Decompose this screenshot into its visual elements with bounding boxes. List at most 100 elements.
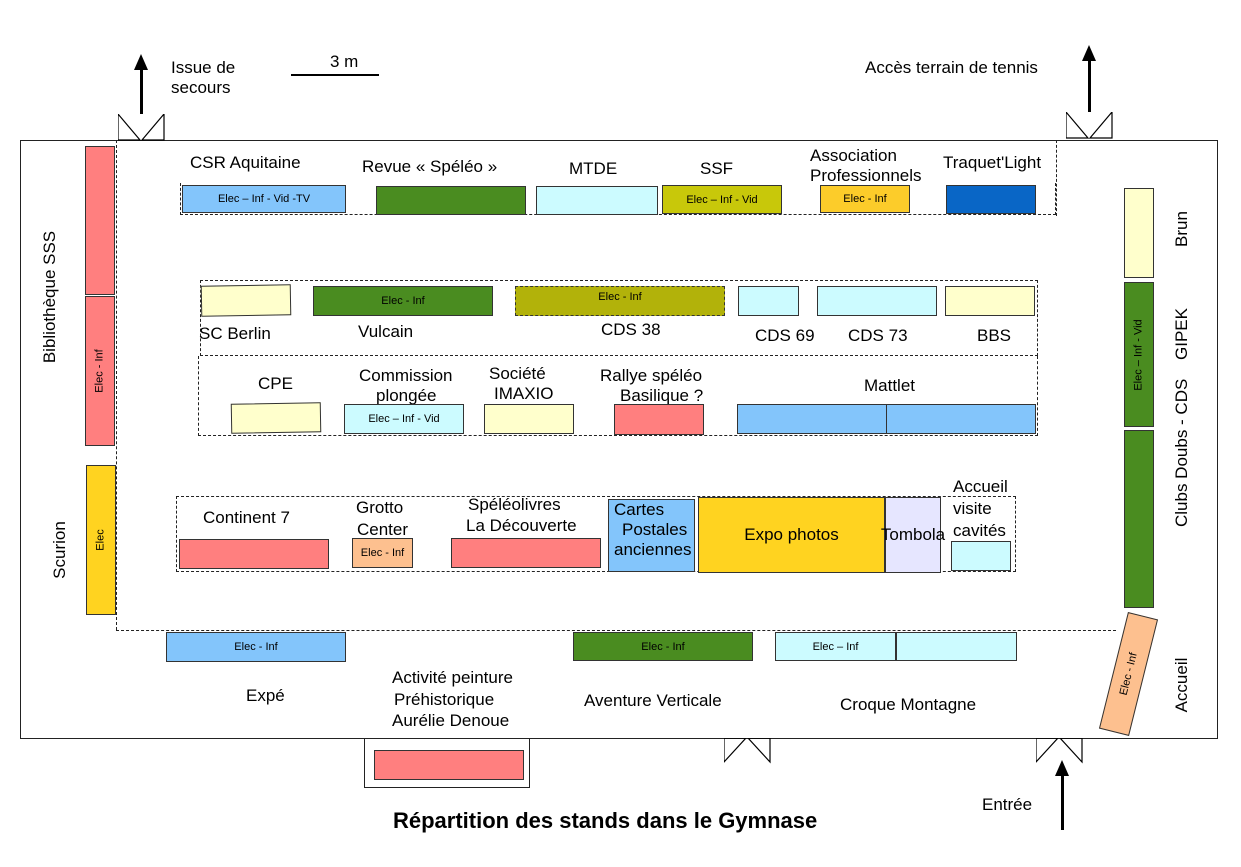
stand-ssf: Elec – Inf - Vid: [662, 185, 782, 214]
stand-label-scberlin: SC Berlin: [199, 324, 271, 343]
stand-label-mattlet: Mattlet: [864, 376, 916, 395]
stand-mattlet-a: [737, 404, 887, 434]
stand-equipment: Elec - Inf: [641, 640, 685, 653]
stand-label-bbs: BBS: [977, 326, 1012, 345]
stand-label-cpe: CPE: [258, 374, 293, 393]
zone-row-4: [176, 496, 1016, 572]
stand-equipment: Elec – Inf - Vid: [368, 413, 440, 425]
stand-aventure-verticale: Elec - Inf: [573, 632, 753, 661]
up-arrow-icon: [1055, 760, 1069, 776]
stand-traquet-light: [946, 185, 1036, 214]
door-icon: [118, 114, 165, 141]
stand-label-speleo-1: Spéléolivres: [468, 495, 561, 514]
stand-label-activite-3: Aurélie Denoue: [392, 711, 510, 730]
stand-equipment: Elec: [95, 529, 107, 551]
stand-csr-aquitaine: Elec – Inf - Vid -TV: [182, 185, 346, 213]
stand-activite-peinture: [374, 750, 524, 780]
stand-commission-plongee: Elec – Inf - Vid: [344, 404, 464, 434]
stand-cds73: [817, 286, 937, 316]
stand-association-professionnels: Elec - Inf: [820, 185, 910, 213]
stand-label-speleo-2: La Découverte: [466, 516, 577, 535]
stand-label-aventure: Aventure Verticale: [584, 691, 722, 710]
stand-label-ssf: SSF: [700, 159, 734, 178]
emergency-exit-label-1: Issue de: [171, 58, 236, 77]
stand-accueil-visite: [951, 541, 1011, 571]
stand-label-activite-2: Préhistorique: [394, 690, 495, 709]
stand-label-expe: Expé: [246, 686, 285, 705]
annex-outline: [364, 738, 530, 788]
stand-tombola: Tombola: [881, 497, 945, 573]
scale-bar: [291, 74, 379, 76]
stand-label-accueil-3: cavités: [953, 521, 1006, 540]
stand-expo-photos: Expo photos: [698, 497, 885, 573]
stand-label-commission-1: Commission: [359, 366, 453, 385]
stand-label-accueil-1: Accueil: [953, 477, 1008, 496]
stand-label-vulcain: Vulcain: [358, 322, 414, 341]
stand-equipment: Elec – Inf - Vid -TV: [217, 193, 311, 205]
stand-label-biblio: Bibliothèque SSS: [40, 230, 59, 364]
stand-label-accueil-2: visite: [953, 499, 992, 518]
stand-equipment: Elec - Inf: [1117, 651, 1140, 697]
stand-label-cds38: CDS 38: [601, 320, 661, 339]
arrow-shaft: [1061, 774, 1064, 830]
stand-label-accueil-side: Accueil: [1172, 657, 1191, 713]
stand-societe-imaxio: [484, 404, 574, 434]
stand-label-societe-2: IMAXIO: [494, 384, 554, 403]
zone-bottom-edge: [116, 630, 1116, 631]
stand-cartes-postales: Cartes Postales anciennes: [608, 499, 695, 572]
door-icon: [1066, 112, 1113, 139]
stand-label-csr: CSR Aquitaine: [190, 153, 301, 172]
stand-scurion: Elec: [86, 465, 116, 615]
tennis-access-label: Accès terrain de tennis: [865, 58, 1038, 77]
stand-croque-montagne-b: [896, 632, 1017, 661]
stand-continent-7: [179, 539, 329, 569]
stand-equipment: Elec - Inf: [381, 295, 425, 307]
stand-brun: [1124, 188, 1154, 278]
zone-left-edge: [116, 140, 117, 630]
stand-clubs-doubs: [1124, 430, 1154, 608]
stand-label-traquet: Traquet'Light: [943, 153, 1042, 172]
door-icon: [1036, 738, 1083, 764]
stand-label-clubs: Clubs Doubs - CDS: [1172, 378, 1191, 527]
entrance-label: Entrée: [982, 795, 1033, 814]
stand-mattlet-b: [886, 404, 1036, 434]
stand-label-tombola: Tombola: [880, 525, 946, 544]
emergency-exit-label-2: secours: [171, 78, 231, 97]
stand-equipment: Elec – Inf: [812, 640, 859, 653]
stand-speleolivres: [451, 538, 601, 568]
stand-mtde: [536, 186, 658, 215]
stand-label-cartes-1: Cartes: [614, 500, 665, 519]
stand-equipment: Elec - Inf: [360, 547, 405, 559]
stand-label-cds73: CDS 73: [848, 326, 908, 345]
stand-label-grotto-1: Grotto: [356, 498, 404, 517]
stand-label-croque: Croque Montagne: [840, 695, 977, 714]
stand-label-gipek: GIPEK: [1172, 308, 1191, 360]
stand-label-expo: Expo photos: [744, 525, 839, 544]
stand-label-scurion: Scurion: [50, 521, 69, 579]
stand-equipment: Elec - Inf: [598, 291, 642, 303]
stand-bibliotheque-a: [85, 146, 115, 295]
stand-sc-berlin: [200, 284, 292, 317]
arrow-shaft: [140, 68, 143, 114]
stand-croque-montagne-a: Elec – Inf: [775, 632, 896, 661]
stand-bbs: [945, 286, 1035, 316]
stand-label-cds69: CDS 69: [755, 326, 815, 345]
stand-expe: Elec - Inf: [166, 632, 346, 662]
stand-label-rallye-1: Rallye spéléo: [600, 366, 703, 385]
stand-gipek: Elec – Inf - Vid: [1124, 282, 1154, 427]
stand-label-assoc-2: Professionnels: [810, 166, 922, 185]
zone-row-2: [200, 280, 1038, 356]
up-arrow-icon: [1082, 45, 1096, 61]
gymnasium-outline: [20, 140, 1218, 739]
stand-cpe: [230, 402, 322, 434]
stand-label-grotto-2: Center: [357, 520, 409, 539]
stand-label-activite-1: Activité peinture: [392, 668, 513, 687]
stand-equipment: Elec - Inf: [234, 641, 278, 653]
arrow-shaft: [1088, 58, 1091, 112]
up-arrow-icon: [134, 54, 148, 70]
stand-label-cartes-2: Postales: [622, 520, 688, 539]
stand-cds38: Elec - Inf: [515, 286, 725, 316]
stand-equipment: Elec - Inf: [94, 349, 106, 393]
stand-equipment: Elec – Inf - Vid: [1133, 318, 1145, 391]
stand-revue-speleo: [376, 186, 526, 215]
